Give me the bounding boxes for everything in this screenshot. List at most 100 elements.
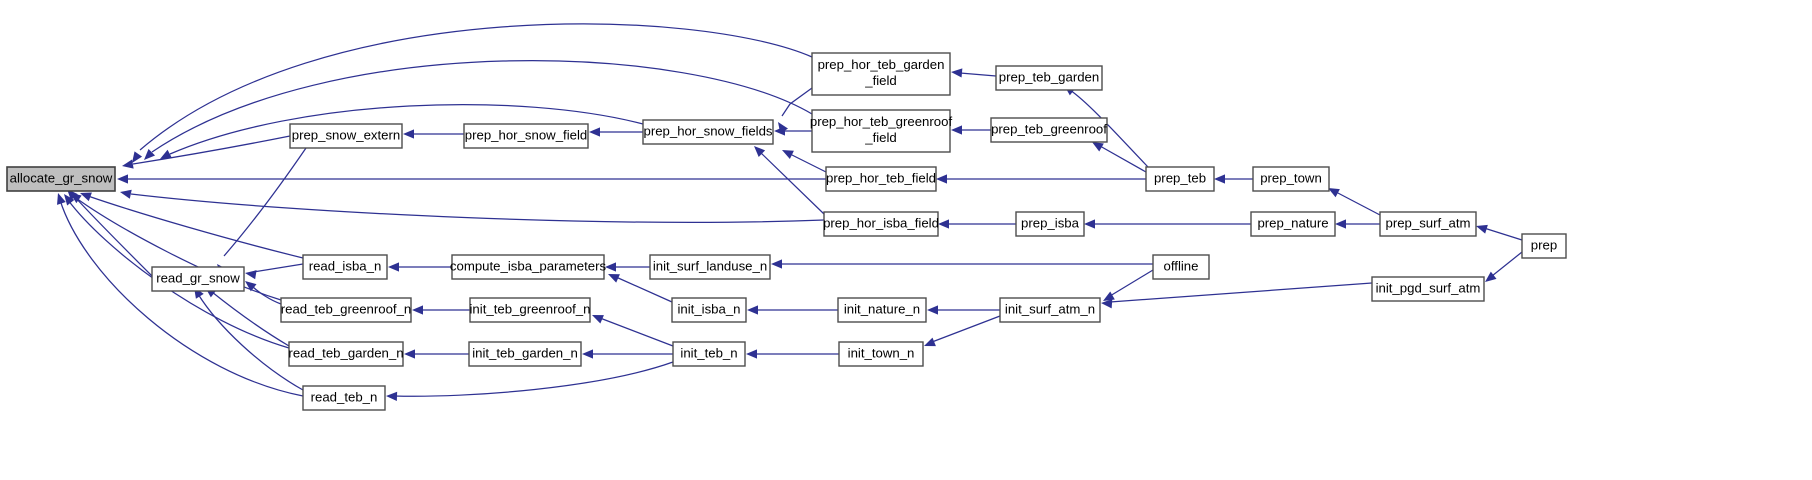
edge-line [223, 147, 307, 257]
node-box[interactable] [995, 65, 1103, 91]
node-init_isba_n[interactable]: init_isba_n [671, 297, 747, 323]
node-box[interactable] [672, 341, 746, 367]
node-box[interactable] [811, 52, 951, 96]
node-box[interactable] [837, 297, 927, 323]
node-box[interactable] [302, 385, 386, 411]
node-prep_hor_teb_greenroof_field[interactable]: prep_hor_teb_greenroof_field [810, 109, 953, 153]
node-box[interactable] [463, 123, 589, 149]
arrowhead-icon [412, 305, 423, 315]
arrowhead-icon [122, 159, 134, 169]
node-init_teb_garden_n[interactable]: init_teb_garden_n [468, 341, 582, 367]
node-init_surf_landuse_n[interactable]: init_surf_landuse_n [649, 254, 771, 280]
node-box[interactable] [811, 109, 951, 153]
arrowhead-icon [754, 146, 766, 157]
edge-line [789, 153, 827, 173]
node-read_teb_n[interactable]: read_teb_n [302, 385, 386, 411]
edge-line [1109, 269, 1154, 297]
arrowhead-icon [1084, 219, 1095, 229]
node-prep_hor_teb_field[interactable]: prep_hor_teb_field [825, 166, 937, 192]
arrowhead-icon [608, 274, 620, 283]
node-allocate_gr_snow[interactable]: allocate_gr_snow [6, 166, 116, 192]
arrowhead-icon [1214, 174, 1225, 184]
edge-line [599, 317, 674, 347]
arrowhead-icon [388, 262, 399, 272]
node-box[interactable] [642, 119, 774, 145]
arrowhead-icon [1101, 299, 1113, 309]
arrowhead-icon [927, 305, 938, 315]
edge-init_surf_landuse_n-to-compute_isba_parameters [605, 262, 650, 272]
node-prep_teb[interactable]: prep_teb [1145, 166, 1215, 192]
node-prep[interactable]: prep [1521, 233, 1567, 259]
node-box[interactable] [1145, 166, 1215, 192]
arrowhead-icon [57, 193, 66, 205]
arrowhead-icon [951, 125, 962, 135]
node-box[interactable] [1152, 254, 1210, 280]
edge-prep_hor_teb_garden_field-to-allocate_gr_snow [132, 23, 813, 163]
node-init_town_n[interactable]: init_town_n [838, 341, 924, 367]
edge-line [393, 361, 674, 397]
node-read_gr_snow[interactable]: read_gr_snow [151, 266, 245, 292]
arrowhead-icon [589, 127, 600, 137]
node-box[interactable] [1250, 211, 1336, 237]
arrowhead-icon [245, 281, 257, 292]
node-init_pgd_surf_atm[interactable]: init_pgd_surf_atm [1371, 276, 1485, 302]
edge-prep_surf_atm-to-prep_town [1328, 188, 1381, 216]
node-prep_isba[interactable]: prep_isba [1015, 211, 1085, 237]
node-prep_hor_snow_fields[interactable]: prep_hor_snow_fields [642, 119, 774, 145]
arrowhead-icon [771, 259, 782, 269]
node-init_teb_greenroof_n[interactable]: init_teb_greenroof_n [469, 297, 591, 323]
edge-prep_isba-to-prep_hor_isba_field [938, 219, 1016, 229]
arrowhead-icon [132, 151, 143, 163]
node-box[interactable] [990, 117, 1108, 143]
edge-init_teb_garden_n-to-read_teb_garden_n [404, 349, 469, 359]
edge-init_isba_n-to-compute_isba_parameters [608, 274, 673, 303]
node-read_teb_greenroof_n[interactable]: read_teb_greenroof_n [280, 297, 412, 323]
edge-init_surf_atm_n-to-init_nature_n [927, 305, 1000, 315]
node-box[interactable] [825, 166, 937, 192]
node-prep_hor_snow_field[interactable]: prep_hor_snow_field [463, 123, 589, 149]
node-init_surf_atm_n[interactable]: init_surf_atm_n [999, 297, 1101, 323]
edge-init_teb_greenroof_n-to-read_teb_greenroof_n [412, 305, 470, 315]
node-box[interactable] [1379, 211, 1477, 237]
node-box[interactable] [671, 297, 747, 323]
edge-prep_snow_extern-to-allocate_gr_snow [122, 135, 291, 169]
node-box[interactable] [1371, 276, 1485, 302]
node-box[interactable] [823, 211, 939, 237]
edge-init_surf_atm_n-to-init_town_n [924, 315, 1001, 347]
edge-prep_nature-to-prep_isba [1084, 219, 1251, 229]
node-box[interactable] [6, 166, 116, 192]
node-box[interactable] [468, 341, 582, 367]
nodes-layer: allocate_gr_snow prep_snow_extern read_gr_… [6, 52, 1567, 411]
edge-line [1099, 145, 1147, 173]
node-box[interactable] [451, 254, 605, 280]
node-read_isba_n[interactable]: read_isba_n [302, 254, 388, 280]
node-box[interactable] [288, 341, 404, 367]
node-box[interactable] [151, 266, 245, 292]
node-box[interactable] [302, 254, 388, 280]
node-init_nature_n[interactable]: init_nature_n [837, 297, 927, 323]
node-box[interactable] [469, 297, 591, 323]
node-offline[interactable]: offline [1152, 254, 1210, 280]
node-prep_hor_isba_field[interactable]: prep_hor_isba_field [823, 211, 939, 237]
node-box[interactable] [999, 297, 1101, 323]
node-box[interactable] [1521, 233, 1567, 259]
node-prep_snow_extern[interactable]: prep_snow_extern [289, 123, 403, 149]
node-box[interactable] [1252, 166, 1330, 192]
node-read_teb_garden_n[interactable]: read_teb_garden_n [288, 341, 404, 367]
node-prep_teb_garden[interactable]: prep_teb_garden [995, 65, 1103, 91]
node-prep_teb_greenroof[interactable]: prep_teb_greenroof [990, 117, 1108, 143]
node-prep_hor_teb_garden_field[interactable]: prep_hor_teb_garden_field [811, 52, 951, 96]
node-box[interactable] [289, 123, 403, 149]
node-box[interactable] [649, 254, 771, 280]
edge-line [130, 193, 825, 223]
node-box[interactable] [1015, 211, 1085, 237]
node-prep_town[interactable]: prep_town [1252, 166, 1330, 192]
node-box[interactable] [280, 297, 412, 323]
node-prep_surf_atm[interactable]: prep_surf_atm [1379, 211, 1477, 237]
node-prep_nature[interactable]: prep_nature [1250, 211, 1336, 237]
node-compute_isba_parameters[interactable]: compute_isba_parameters [450, 254, 607, 280]
node-init_teb_n[interactable]: init_teb_n [672, 341, 746, 367]
edge-prep_town-to-prep_teb [1214, 174, 1253, 184]
node-box[interactable] [838, 341, 924, 367]
